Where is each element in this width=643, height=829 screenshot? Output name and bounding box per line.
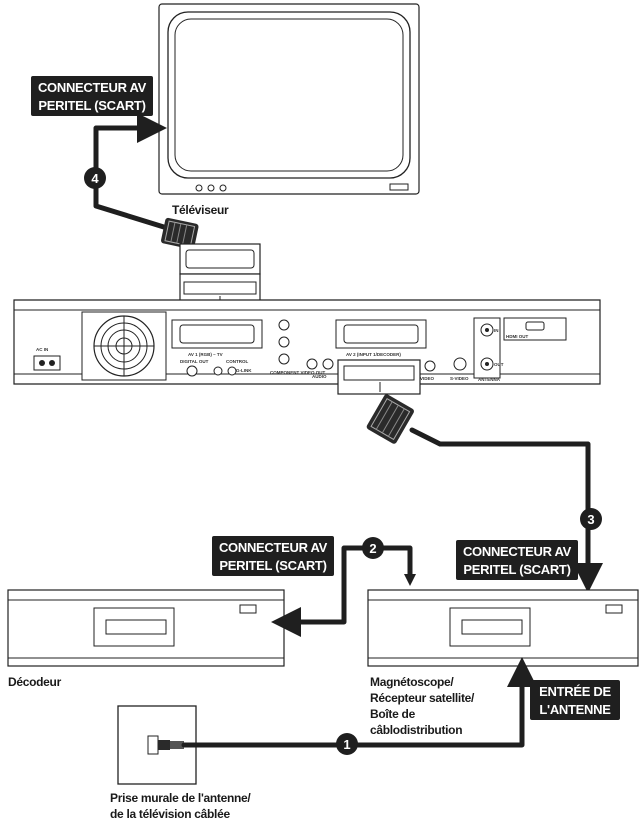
tv-label: Téléviseur: [172, 203, 229, 217]
antenna-label: ANTENNA: [478, 377, 501, 382]
tag-decoder-scart-line-2: PERITEL (SCART): [219, 558, 326, 573]
tag-tv-scart: CONNECTEUR AV PERITEL (SCART): [31, 76, 153, 116]
tag-decoder-scart: CONNECTEUR AV PERITEL (SCART): [212, 536, 334, 576]
hdmi-port: [525, 321, 545, 331]
component-label: COMPONENT VIDEO OUT: [270, 370, 326, 375]
cable-4: [93, 113, 183, 235]
tag-tv-scart-line-2: PERITEL (SCART): [38, 98, 145, 113]
decoder-device: [7, 589, 285, 667]
video-label: VIDEO: [420, 376, 435, 381]
step-badge-4: 4: [84, 167, 106, 189]
step-1-number: 1: [343, 737, 350, 752]
cable-2-arrow-head: [404, 574, 416, 586]
component-video-outputs: COMPONENT VIDEO OUT: [270, 319, 326, 375]
tag-antenna-in-line-1: ENTRÉE DE: [539, 684, 611, 699]
audio-label: AUDIO: [312, 374, 327, 379]
tag-decoder-scart-line-1: CONNECTEUR AV: [219, 540, 328, 555]
wall-label-line-1: Prise murale de l'antenne/: [110, 791, 251, 805]
tag-vcr-scart-line-1: CONNECTEUR AV: [463, 544, 572, 559]
vcr-label-line-3: Boîte de: [370, 707, 416, 721]
tag-antenna-in-line-2: L'ANTENNE: [539, 702, 611, 717]
vcr-label: Magnétoscope/ Récepteur satellite/ Boîte…: [370, 675, 475, 737]
av2-label: AV 2 (INPUT 1/DECODER): [346, 352, 401, 357]
control-label: CONTROL: [226, 359, 248, 364]
cable-1: [181, 657, 537, 748]
ac-in-socket: [33, 355, 61, 371]
decoder-label: Décodeur: [8, 675, 62, 689]
g-link-label: G-LINK: [236, 368, 252, 373]
step-4-number: 4: [91, 171, 99, 186]
vcr-satellite-device: [367, 589, 639, 667]
step-2-number: 2: [369, 541, 376, 556]
scart-plug-av2: [337, 359, 421, 444]
step-badge-3: 3: [580, 508, 602, 530]
vcr-label-line-2: Récepteur satellite/: [370, 691, 475, 705]
cable-2: [271, 545, 413, 637]
tag-vcr-scart-line-2: PERITEL (SCART): [463, 562, 570, 577]
wall-label-line-2: de la télévision câblée: [110, 807, 230, 821]
s-video-label: S-VIDEO: [450, 376, 469, 381]
vcr-label-line-1: Magnétoscope/: [370, 675, 454, 689]
step-3-number: 3: [587, 512, 594, 527]
recorder-rear-panel: AC IN AV 1 (RGB) – TV DIGITAL OUT CONTRO…: [13, 299, 601, 385]
vcr-label-line-4: câblodistribution: [370, 723, 462, 737]
tag-tv-scart-line-1: CONNECTEUR AV: [38, 80, 147, 95]
antenna-in-label: IN: [494, 328, 499, 333]
step-badge-1: 1: [336, 733, 358, 755]
av1-label: AV 1 (RGB) – TV: [188, 352, 223, 357]
ac-in-label: AC IN: [36, 347, 48, 352]
digital-out-label: DIGITAL OUT: [180, 359, 209, 364]
tag-vcr-scart: CONNECTEUR AV PERITEL (SCART): [456, 540, 578, 580]
tag-antenna-in: ENTRÉE DE L'ANTENNE: [530, 680, 620, 720]
television: [158, 3, 420, 195]
step-badge-2: 2: [362, 537, 384, 559]
hdmi-label: HDMI OUT: [506, 334, 528, 339]
antenna-out-label: OUT: [494, 362, 504, 367]
cooling-fan: [81, 311, 167, 381]
